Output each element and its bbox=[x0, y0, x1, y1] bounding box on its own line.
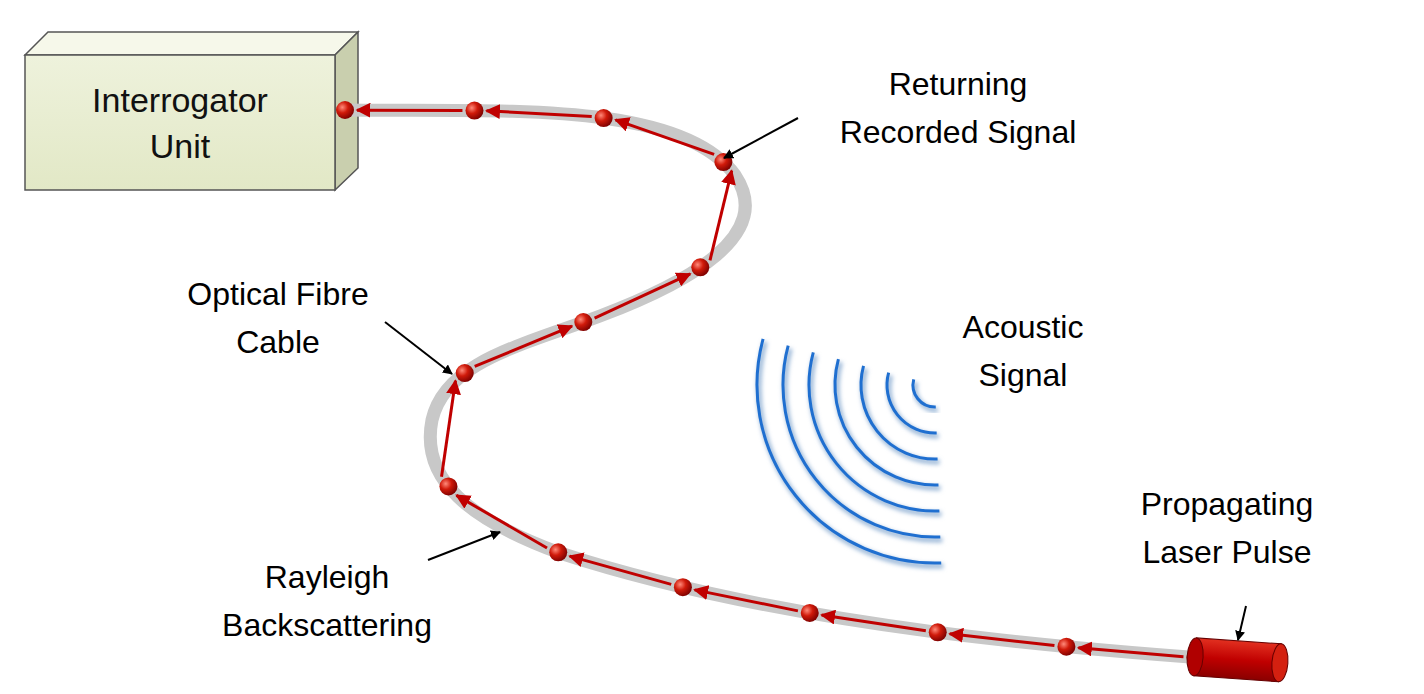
callout-label: Optical Fibre Cable bbox=[161, 270, 396, 366]
backscatter-arrow bbox=[822, 615, 926, 631]
backscatter-arrow bbox=[950, 634, 1055, 646]
wave-arc bbox=[835, 359, 938, 485]
backscatter-arrow bbox=[595, 274, 691, 318]
scatter-point bbox=[336, 101, 354, 119]
backscatter-arrow bbox=[570, 556, 672, 584]
backscatter-arrow bbox=[695, 590, 798, 611]
backscatter-arrow bbox=[475, 326, 572, 366]
interrogator-box bbox=[25, 32, 358, 190]
scatter-point bbox=[439, 477, 457, 495]
callout-label: Returning Recorded Signal bbox=[816, 60, 1101, 156]
leader-lines bbox=[385, 118, 1246, 640]
wave-arc bbox=[887, 373, 937, 433]
backscatter-arrow bbox=[710, 171, 732, 261]
backscatter-arrow bbox=[357, 109, 462, 112]
scatter-point bbox=[549, 543, 567, 561]
scatter-point bbox=[674, 578, 692, 596]
scatter-point bbox=[801, 604, 819, 622]
wave-arc bbox=[809, 352, 939, 511]
node-label: Interrogator Unit bbox=[70, 77, 290, 169]
scatter-point bbox=[1057, 638, 1075, 656]
fibre-cable bbox=[345, 110, 1260, 662]
wave-shadow bbox=[837, 362, 940, 488]
wave-arc bbox=[757, 339, 941, 563]
backscatter-arrow bbox=[442, 381, 456, 477]
wave-shadow bbox=[811, 355, 941, 514]
scatter-point bbox=[465, 102, 483, 120]
callout-label: Propagating Laser Pulse bbox=[1115, 480, 1340, 576]
laser-pulse bbox=[1186, 637, 1289, 682]
scatter-point bbox=[456, 364, 474, 382]
wave-shadow bbox=[863, 369, 940, 462]
wave-shadow bbox=[759, 342, 943, 566]
backscatter-arrow bbox=[616, 120, 715, 155]
wave-arc bbox=[913, 379, 936, 407]
backscatter-arrow bbox=[486, 111, 591, 117]
callout-label: Acoustic Signal bbox=[936, 303, 1111, 399]
scatter-point bbox=[574, 313, 592, 331]
backscatter-marks bbox=[336, 101, 1204, 667]
interrogator-unit: Interrogator Unit bbox=[25, 55, 335, 190]
scatter-point bbox=[929, 623, 947, 641]
acoustic-waves bbox=[757, 339, 943, 566]
scatter-point bbox=[595, 109, 613, 127]
callout-label: Rayleigh Backscattering bbox=[197, 553, 457, 649]
scatter-point bbox=[691, 258, 709, 276]
wave-arc bbox=[861, 366, 938, 459]
backscatter-arrow bbox=[456, 495, 547, 548]
backscatter-arrow bbox=[1078, 648, 1183, 657]
